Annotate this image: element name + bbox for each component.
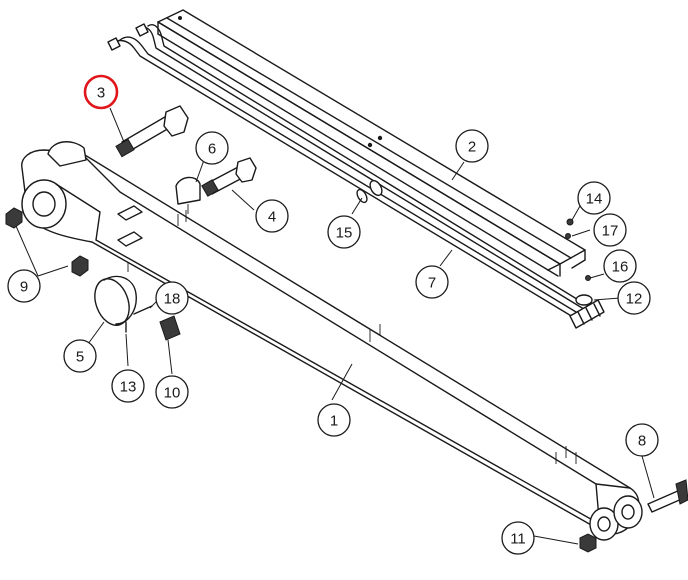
- callout-18: 18: [155, 281, 189, 315]
- callout-circle: [625, 423, 659, 457]
- part-nut-9: [5, 207, 89, 277]
- callout-label: 16: [612, 259, 629, 276]
- callout-9: 9: [7, 269, 41, 303]
- callout-circle: [577, 181, 611, 215]
- callout-label: 8: [638, 433, 646, 450]
- callout-circle: [501, 521, 535, 555]
- callout-circle: [593, 213, 627, 247]
- callout-7: 7: [415, 265, 449, 299]
- callout-2: 2: [455, 129, 489, 163]
- callout-label: 17: [602, 223, 619, 240]
- callout-label: 1: [330, 413, 338, 430]
- callout-circle: [111, 369, 145, 403]
- part-bushing-12: [575, 294, 593, 306]
- callout-13: 13: [111, 369, 145, 403]
- callout-1: 1: [317, 403, 351, 437]
- callout-label: 6: [208, 141, 216, 158]
- part-boom-arm: [21, 141, 643, 541]
- callout-circle: [603, 249, 637, 283]
- callout-label: 13: [120, 379, 137, 396]
- part-channel-rail: [157, 9, 586, 277]
- callout-11: 11: [501, 521, 535, 555]
- callout-circle: [63, 339, 97, 373]
- part-saddle-bracket: [175, 176, 201, 214]
- callout-17: 17: [593, 213, 627, 247]
- callout-label: 12: [626, 291, 643, 308]
- part-pin-bolt-8: [647, 479, 688, 513]
- callout-circle: [83, 74, 119, 110]
- callout-circle: [455, 129, 489, 163]
- callout-3: 3: [83, 74, 119, 110]
- part-nut-11: [579, 533, 597, 553]
- callout-8: 8: [625, 423, 659, 457]
- callout-6: 6: [195, 131, 229, 165]
- callout-label: 3: [97, 85, 105, 102]
- callout-5: 5: [63, 339, 97, 373]
- callout-circle: [317, 403, 351, 437]
- callout-label: 7: [428, 275, 436, 292]
- callout-circle: [617, 281, 651, 315]
- part-screw-18: [133, 305, 153, 315]
- callout-14: 14: [577, 181, 611, 215]
- callout-label: 2: [468, 139, 476, 156]
- part-plug-10: [159, 315, 181, 341]
- callout-circle: [327, 215, 361, 249]
- part-pin-16: [585, 275, 591, 281]
- callout-circle: [255, 199, 289, 233]
- part-washer-14: [566, 218, 574, 226]
- leader-lines: [15, 107, 655, 545]
- part-clamp-collar: [94, 262, 137, 326]
- callout-16: 16: [603, 249, 637, 283]
- callout-4: 4: [255, 199, 289, 233]
- part-washer-17: [565, 233, 571, 239]
- callout-circle: [195, 131, 229, 165]
- callout-label: 14: [586, 191, 603, 208]
- callout-circle: [415, 265, 449, 299]
- callout-circle: [155, 281, 189, 315]
- callout-10: 10: [155, 375, 189, 409]
- callout-label: 11: [510, 531, 526, 548]
- callout-circle: [155, 375, 189, 409]
- callout-label: 4: [268, 209, 276, 226]
- part-hose-clamp: [356, 179, 383, 204]
- callout-label: 10: [164, 385, 181, 402]
- callout-label: 9: [20, 279, 28, 296]
- part-hose-bundle: [107, 23, 605, 329]
- callout-15: 15: [327, 215, 361, 249]
- callout-label: 15: [336, 225, 353, 242]
- part-bolt-4: [201, 157, 257, 197]
- callout-label: 18: [164, 291, 181, 308]
- callout-label: 5: [76, 349, 84, 366]
- part-bolt-3: [115, 105, 189, 158]
- callout-circle: [7, 269, 41, 303]
- callout-12: 12: [617, 281, 651, 315]
